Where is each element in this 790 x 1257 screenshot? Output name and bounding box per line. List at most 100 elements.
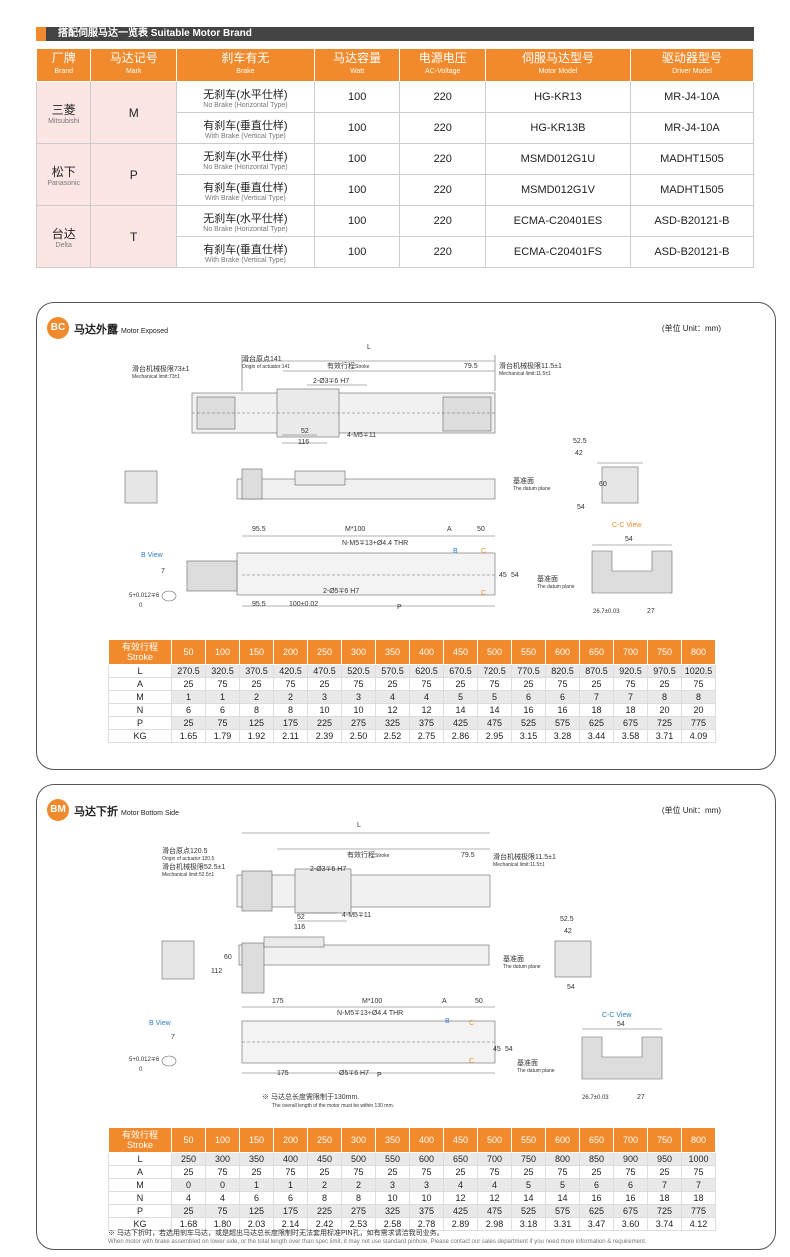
spec-cell: 25: [647, 677, 682, 691]
col-header-en: Brand: [54, 68, 74, 75]
spec-cell: 16: [579, 1191, 614, 1205]
stroke-cn: 有效行程: [121, 1130, 158, 1140]
driver-cell: ASD-B20121-B: [629, 205, 755, 237]
bc-dim-26: 26.7±0.03: [593, 609, 620, 615]
spec-cell: 4: [375, 690, 410, 704]
brand-cn: 松下: [51, 164, 76, 179]
motor-cell: MSMD012G1V: [485, 174, 631, 206]
spec-cell: 18: [613, 703, 648, 717]
spec-cell: 3.74: [647, 1217, 682, 1231]
spec-cell: 2.86: [443, 729, 478, 743]
bc-dim-54b: 54: [511, 572, 519, 579]
spec-cell: 75: [477, 1165, 512, 1179]
mark-cell: M: [90, 81, 178, 144]
brand-en: Delta: [55, 241, 72, 249]
brake-en: No Brake (Horizontal Type): [203, 163, 288, 171]
bm-dim-54b: 54: [505, 1046, 513, 1053]
spec-cell: 0: [171, 1178, 206, 1192]
stroke-col: 600: [545, 1127, 580, 1153]
stroke-col: 750: [647, 1127, 682, 1153]
spec-cell: 720.5: [477, 664, 512, 678]
spec-cell: 75: [545, 677, 580, 691]
spec-cell: 525: [511, 1204, 546, 1218]
bc-pin2: 2-Ø5∓6 H7: [323, 588, 359, 595]
watt-cell: 100: [313, 143, 401, 175]
brake-cell: 有刹车(垂直仕样)With Brake (Vertical Type): [176, 174, 315, 206]
bc-dim-P: P: [397, 604, 402, 611]
spec-cell: 575: [545, 716, 580, 730]
spec-cell: 275: [341, 716, 376, 730]
spec-cell: 4: [443, 1178, 478, 1192]
voltage-cell: 220: [399, 81, 487, 113]
spec-cell: 6: [545, 690, 580, 704]
driver-cell: MR-J4-10A: [629, 112, 755, 144]
bm-unit-label: (单位 Unit：mm): [661, 806, 721, 815]
spec-cell: 2.89: [443, 1217, 478, 1231]
stroke-col: 450: [443, 639, 478, 665]
stroke-col: 650: [579, 1127, 614, 1153]
spec-cell: 225: [307, 1204, 342, 1218]
spec-cell: 1: [171, 690, 206, 704]
brand-en: Mitsubishi: [48, 117, 80, 125]
spec-cell: 6: [239, 1191, 274, 1205]
spec-cell: 8: [307, 1191, 342, 1205]
stroke-col: 600: [545, 639, 580, 665]
stroke-col: 150: [239, 639, 274, 665]
motor-cell: HG-KR13: [485, 81, 631, 113]
spec-cell: 2.78: [409, 1217, 444, 1231]
bc-dim-95-5b: 95.5: [252, 601, 266, 608]
spec-cell: 18: [579, 703, 614, 717]
stroke-col: 400: [409, 639, 444, 665]
spec-cell: 7: [681, 1178, 716, 1192]
motor-cell: HG-KR13B: [485, 112, 631, 144]
spec-cell: 3.15: [511, 729, 546, 743]
spec-cell: 850: [579, 1152, 614, 1166]
col-header-cn: 厂牌: [51, 51, 76, 65]
spec-cell: 75: [205, 716, 240, 730]
spec-cell: 2.58: [375, 1217, 410, 1231]
bc-dim-54: 54: [577, 504, 585, 511]
spec-cell: 2.39: [307, 729, 342, 743]
spec-cell: 425: [443, 1204, 478, 1218]
voltage-cell: 220: [399, 143, 487, 175]
brake-cell: 有刹车(垂直仕样)With Brake (Vertical Type): [176, 236, 315, 268]
spec-cell: 4: [171, 1191, 206, 1205]
spec-cell: 1.65: [171, 729, 206, 743]
spec-cell: 3.60: [613, 1217, 648, 1231]
spec-cell: 570.5: [375, 664, 410, 678]
spec-cell: 300: [205, 1152, 240, 1166]
spec-cell: 18: [647, 1191, 682, 1205]
spec-cell: 3: [341, 690, 376, 704]
spec-cell: 25: [579, 1165, 614, 1179]
spec-row-label: A: [108, 1165, 172, 1179]
bm-thr: N-M5∓13+Ø4.4 THR: [337, 1010, 403, 1017]
bm-mech-right: 滑台机械极限11.5±1: [493, 852, 556, 861]
watt-cell: 100: [313, 174, 401, 206]
spec-cell: 375: [409, 716, 444, 730]
col-header-cn: 伺服马达型号: [521, 51, 594, 65]
spec-cell: 75: [681, 1165, 716, 1179]
brake-cn: 有刹车(垂直仕样): [203, 119, 288, 132]
spec-cell: 10: [375, 1191, 410, 1205]
spec-cell: 725: [647, 1204, 682, 1218]
spec-cell: 14: [545, 1191, 580, 1205]
bc-dim-60: 60: [599, 481, 607, 488]
bc-dim-79-5: 79.5: [464, 363, 478, 370]
bc-dim-50: 50: [477, 526, 485, 533]
voltage-cell: 220: [399, 174, 487, 206]
spec-cell: 675: [613, 1204, 648, 1218]
bm-origin-en: Origin of actuator:120.5: [162, 856, 214, 862]
brake-en: With Brake (Vertical Type): [205, 256, 286, 264]
spec-cell: 75: [681, 677, 716, 691]
bm-dim-27: 27: [637, 1094, 645, 1101]
spec-cell: 175: [273, 716, 308, 730]
stroke-col: 500: [477, 639, 512, 665]
bm-pin2: Ø5∓6 H7: [339, 1070, 369, 1077]
